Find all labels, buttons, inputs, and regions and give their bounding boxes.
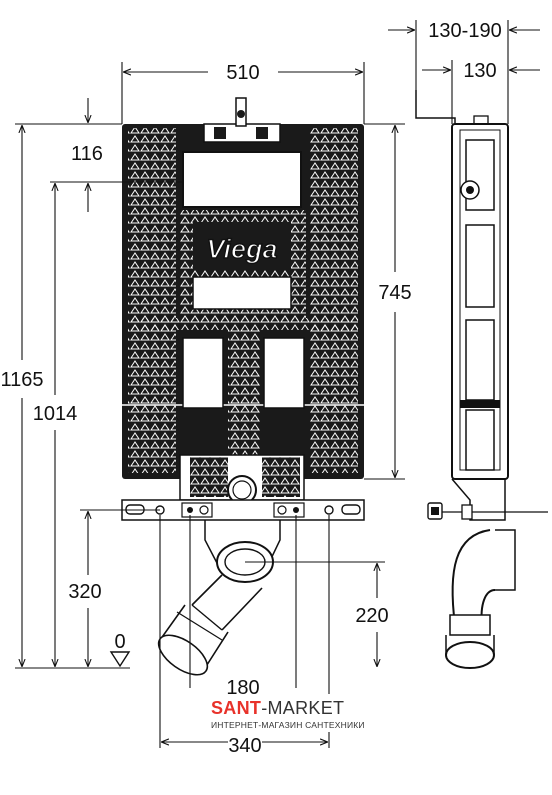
dim-220: 220 [355, 605, 388, 627]
dim-1165: 1165 [0, 369, 43, 391]
dim-510: 510 [226, 62, 259, 84]
dim-0: 0 [114, 631, 125, 653]
side-pipe-end [445, 641, 495, 669]
opening-right [263, 337, 305, 409]
dim-340: 340 [228, 735, 261, 757]
dim-130-190: 130-190 [428, 20, 501, 42]
front-view: Viega [121, 97, 365, 676]
opening-left [182, 337, 224, 409]
dimension-lines [15, 20, 540, 748]
dimension-labels: 510 130-190 130 116 745 1165 1014 320 22… [0, 20, 501, 757]
watermark-brand-part1: SANT [211, 698, 262, 718]
watermark-tagline: ИНТЕРНЕТ-МАГАЗИН САНТЕХНИКИ [211, 720, 365, 730]
dim-180: 180 [226, 677, 259, 699]
texture-center-mid [228, 330, 260, 470]
texture-right [310, 128, 358, 473]
texture-left [128, 128, 176, 473]
side-view [415, 90, 548, 669]
zero-level-marker [109, 651, 131, 668]
watermark-brand-part2: -MARKET [261, 698, 345, 718]
dim-745: 745 [378, 282, 411, 304]
cistern-window [182, 151, 302, 208]
viega-logo: Viega [206, 234, 277, 264]
dim-130: 130 [463, 60, 496, 82]
dim-320: 320 [68, 581, 101, 603]
watermark-brand: SANT-MARKET [211, 698, 344, 719]
dim-1014: 1014 [33, 403, 78, 425]
drain-pipe [157, 520, 281, 676]
dim-116: 116 [71, 143, 103, 165]
texture-band [128, 318, 358, 330]
watermark-backdrop [205, 694, 345, 732]
lower-panel [192, 276, 292, 310]
logo-panel [193, 222, 291, 270]
